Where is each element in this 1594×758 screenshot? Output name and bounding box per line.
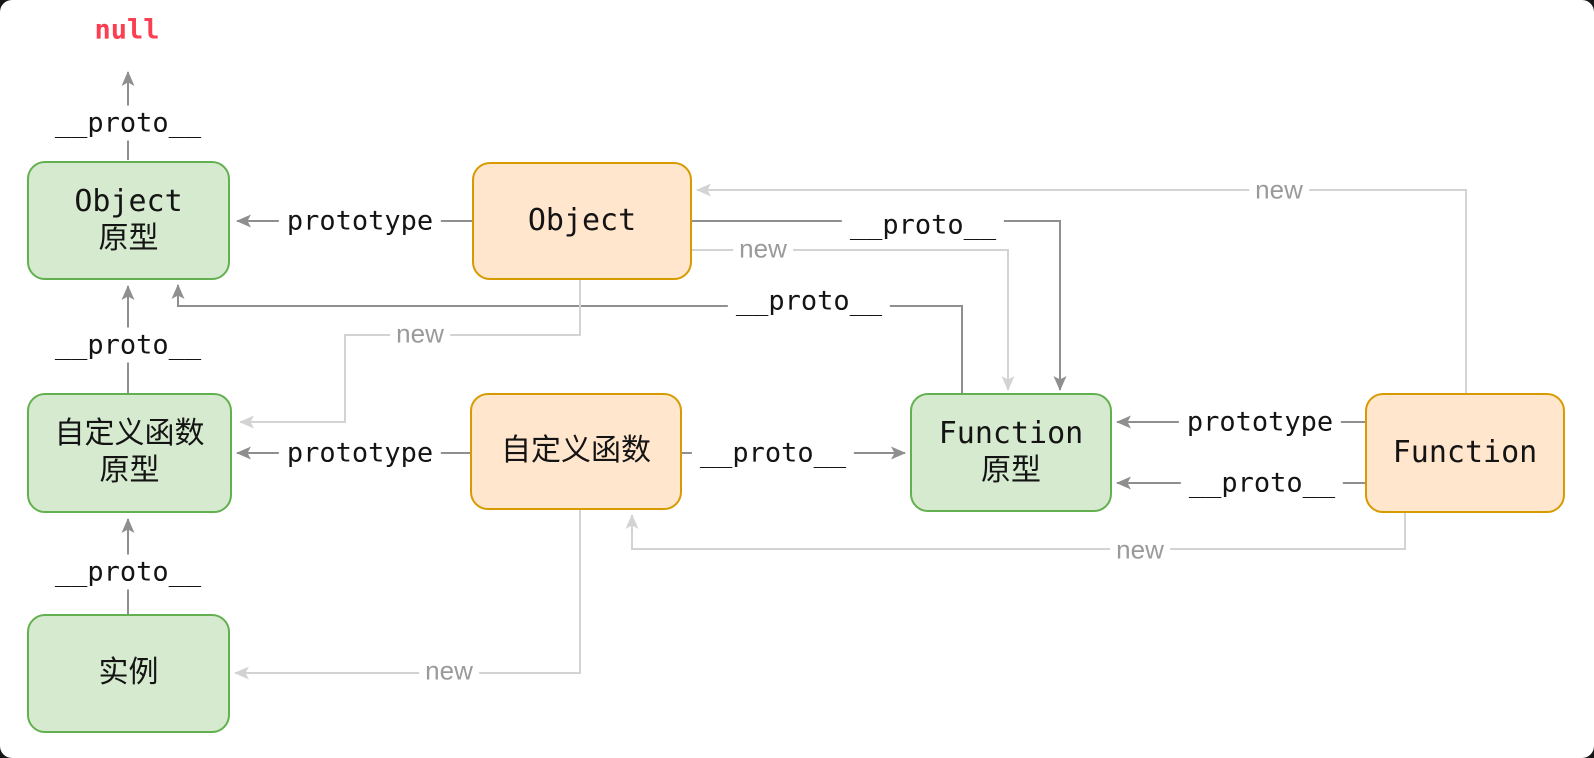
label-new-function-customfn: new: [1110, 533, 1170, 567]
label-proto-objectproto-null: __proto__: [46, 105, 210, 141]
node-function-title: Function: [1392, 434, 1538, 470]
label-proto-customfn-functionproto: __proto__: [691, 435, 855, 471]
node-object-prototype: Object 原型: [27, 161, 230, 280]
edge-new-function-to-object: [696, 183, 1467, 393]
node-instance-title: 实例: [98, 655, 159, 691]
null-terminal-label: null: [88, 13, 166, 47]
edge-new-object-to-customproto: [239, 280, 581, 429]
node-object: Object: [472, 162, 692, 280]
label-prototype-function: prototype: [1178, 404, 1342, 440]
edge-new-object-to-functionproto: [692, 249, 1015, 391]
node-object-prototype-title: Object: [74, 183, 183, 219]
label-new-function-object: new: [1249, 173, 1309, 207]
label-prototype-customfn: prototype: [278, 435, 442, 471]
label-new-object-customproto: new: [390, 317, 450, 351]
node-function: Function: [1365, 393, 1565, 513]
edge-object-proto: [692, 220, 1067, 391]
node-function-prototype-subtitle: 原型: [981, 452, 1041, 488]
label-prototype-object: prototype: [278, 203, 442, 239]
node-custom-function: 自定义函数: [470, 393, 682, 510]
label-proto-customproto-objectproto: __proto__: [46, 327, 210, 363]
label-new-object-functionproto: new: [733, 232, 793, 266]
edge-new-customfn-to-instance: [234, 510, 581, 680]
node-instance: 实例: [27, 614, 230, 733]
node-custom-prototype-subtitle: 原型: [99, 453, 160, 488]
node-object-title: Object: [527, 202, 637, 238]
node-function-prototype: Function 原型: [910, 393, 1112, 512]
label-proto-instance-customproto: __proto__: [46, 554, 210, 590]
node-function-prototype-title: Function: [938, 415, 1084, 451]
node-custom-prototype: 自定义函数 原型: [27, 393, 232, 513]
node-custom-function-title: 自定义函数: [501, 433, 651, 469]
node-object-prototype-subtitle: 原型: [98, 220, 159, 256]
label-proto-function-functionproto: __proto__: [1180, 465, 1344, 501]
edge-functionproto-proto: [171, 284, 963, 393]
label-proto-object-functionproto: __proto__: [841, 207, 1005, 243]
label-proto-functionproto-objectproto: __proto__: [727, 283, 891, 319]
label-new-customfn-instance: new: [419, 654, 479, 688]
node-custom-prototype-title: 自定义函数: [54, 416, 205, 452]
edge-new-function-to-customfn: [625, 513, 1406, 550]
